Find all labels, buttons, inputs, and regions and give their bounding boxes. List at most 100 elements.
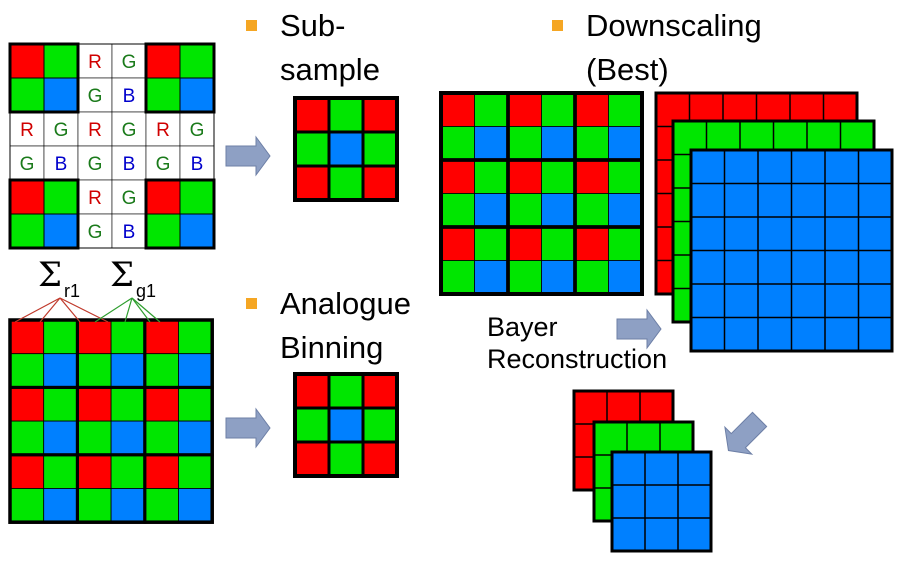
bayer-cell xyxy=(608,260,643,295)
downscaling-title-line2: (Best) xyxy=(586,52,669,87)
downscaling-title-line1: Downscaling xyxy=(586,8,762,43)
grid-outline xyxy=(9,43,215,249)
bayer-cell xyxy=(77,353,112,388)
bayer-cell xyxy=(574,226,609,261)
bayer-cell xyxy=(77,454,112,489)
bayer-cell xyxy=(474,159,509,194)
result-cell xyxy=(361,440,399,478)
binning-title-line1: Analogue xyxy=(280,286,412,321)
mosaic-letter-cell xyxy=(179,111,215,147)
bayer-cell xyxy=(608,193,643,228)
bayer-cell xyxy=(507,159,542,194)
result-cell xyxy=(293,406,331,444)
mosaic-letter: R xyxy=(156,120,170,141)
mosaic-letter: R xyxy=(88,188,102,209)
bayer-cell xyxy=(43,488,78,523)
bayer-cell xyxy=(110,488,146,523)
mosaic-letter-cell xyxy=(145,145,181,181)
mosaic-letter: G xyxy=(54,120,69,141)
bayer-cell xyxy=(507,260,542,295)
bayer-cell xyxy=(440,92,475,127)
sum-green-arrow xyxy=(124,297,133,323)
bayer-cell xyxy=(110,420,146,456)
bayer-cell xyxy=(474,193,509,228)
mosaic-color-cell xyxy=(145,179,181,215)
bayer-cell xyxy=(440,193,475,228)
bayer-cell xyxy=(507,193,542,228)
mosaic-letter-cell xyxy=(179,145,215,181)
plane-fill xyxy=(610,450,713,553)
bayer-cell xyxy=(440,159,475,194)
sum-red-arrow xyxy=(39,297,61,323)
mosaic-letter: G xyxy=(122,188,137,209)
bayer-cell xyxy=(43,454,78,489)
bayer-cell xyxy=(574,92,609,127)
blue-plane-large xyxy=(689,148,894,353)
bayer-cell xyxy=(77,488,112,523)
bayer-cell xyxy=(9,353,45,388)
mosaic-color-cell xyxy=(179,77,215,113)
mosaic-color-cell xyxy=(43,77,79,113)
sum-green-arrow xyxy=(94,297,133,323)
result-cell xyxy=(361,406,399,444)
bayer-cell xyxy=(144,420,179,456)
arrow-shape xyxy=(724,411,768,455)
bayer-cell xyxy=(608,126,643,161)
mosaic-letter-cell xyxy=(9,111,45,147)
bayer-cell xyxy=(574,193,609,228)
bullet-icon xyxy=(246,20,257,31)
mosaic-color-cell xyxy=(9,179,45,215)
sum-red-arrow xyxy=(59,297,81,323)
right-arrow-icon xyxy=(225,407,271,449)
bayer-cell xyxy=(43,420,78,456)
sum-g-subscript: g1 xyxy=(136,281,157,301)
mosaic-letter: G xyxy=(88,86,103,107)
mosaic-letter-cell xyxy=(145,111,181,147)
bayer-cell xyxy=(507,92,542,127)
mosaic-letter: G xyxy=(122,52,137,73)
mosaic-letter-cell xyxy=(111,111,147,147)
bayer-cell xyxy=(9,319,45,355)
result-cell xyxy=(361,130,399,168)
mosaic-letter: B xyxy=(55,154,68,175)
bayer-cell xyxy=(43,319,78,355)
bayer-cell xyxy=(43,353,78,388)
sum-red-arrow xyxy=(14,297,61,323)
bayer-cell xyxy=(9,420,45,456)
mosaic-letter: B xyxy=(123,222,136,243)
bayer-cell xyxy=(541,159,576,194)
mosaic-letter: G xyxy=(88,222,103,243)
mosaic-letter-cell xyxy=(111,145,147,181)
grid-outline xyxy=(293,372,399,478)
mosaic-color-cell xyxy=(9,213,45,249)
sum-green-arrow xyxy=(131,297,151,323)
bullet-icon xyxy=(552,20,563,31)
sum-r-subscript: r1 xyxy=(64,281,81,301)
bayer-cell xyxy=(474,260,509,295)
bayer-cell xyxy=(77,420,112,456)
sum-red-arrow xyxy=(59,297,109,323)
grid-outline xyxy=(293,96,399,202)
bayer-cell xyxy=(440,226,475,261)
bayer-cell xyxy=(440,260,475,295)
bayer-cell xyxy=(144,488,179,523)
bayer-cell xyxy=(178,454,213,489)
bayer-cell xyxy=(178,319,213,355)
bayer-cell xyxy=(541,193,576,228)
bayer-cell xyxy=(574,159,609,194)
bayer-cell xyxy=(9,386,45,422)
mosaic-letter-cell xyxy=(77,213,113,249)
mosaic-letter: B xyxy=(123,86,136,107)
bayer-cell xyxy=(110,454,146,489)
mosaic-color-cell xyxy=(43,179,79,215)
blue-plane-small xyxy=(610,450,713,553)
sigma-g-symbol: Σ xyxy=(110,255,135,295)
binning-bayer-grid xyxy=(8,318,214,524)
mosaic-color-cell xyxy=(43,213,79,249)
mosaic-letter: B xyxy=(191,154,204,175)
mosaic-color-cell xyxy=(179,213,215,249)
bayer-cell xyxy=(474,92,509,127)
bayer-cell xyxy=(574,260,609,295)
subsample-title-line1: Sub- xyxy=(280,8,346,43)
